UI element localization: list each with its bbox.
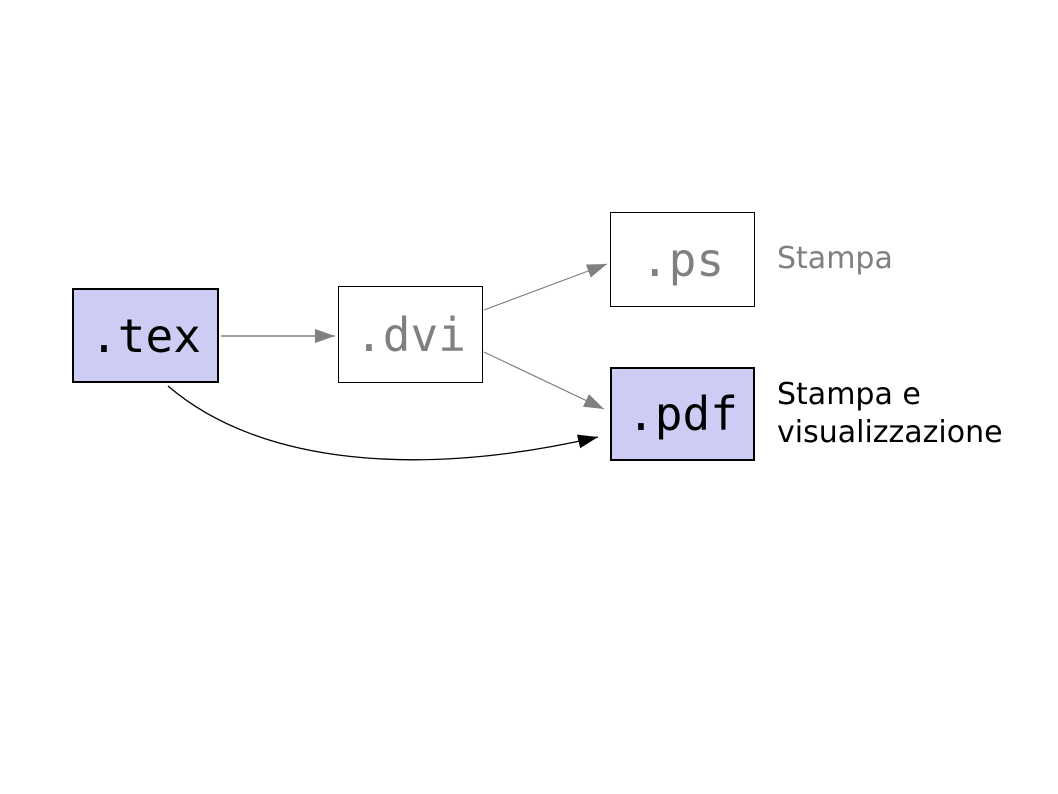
node-dvi: .dvi xyxy=(338,286,483,383)
node-ps: .ps xyxy=(610,212,755,307)
pdf-annotation-line2: visualizzazione xyxy=(777,415,1003,450)
node-pdf-label: .pdf xyxy=(627,387,738,441)
pdf-annotation: Stampa e visualizzazione xyxy=(777,376,1003,452)
arrow-dvi-to-ps xyxy=(483,263,608,311)
node-tex: .tex xyxy=(72,288,219,383)
node-dvi-label: .dvi xyxy=(355,307,466,362)
pdf-annotation-line1: Stampa e xyxy=(777,377,921,412)
arrow-dvi-to-pdf xyxy=(483,351,605,410)
node-pdf: .pdf xyxy=(610,367,755,461)
node-ps-label: .ps xyxy=(640,232,725,287)
ps-annotation-text: Stampa xyxy=(777,241,893,276)
ps-annotation: Stampa xyxy=(777,240,893,278)
arrow-tex-to-pdf-curved xyxy=(167,385,599,461)
node-tex-label: .tex xyxy=(90,308,201,363)
